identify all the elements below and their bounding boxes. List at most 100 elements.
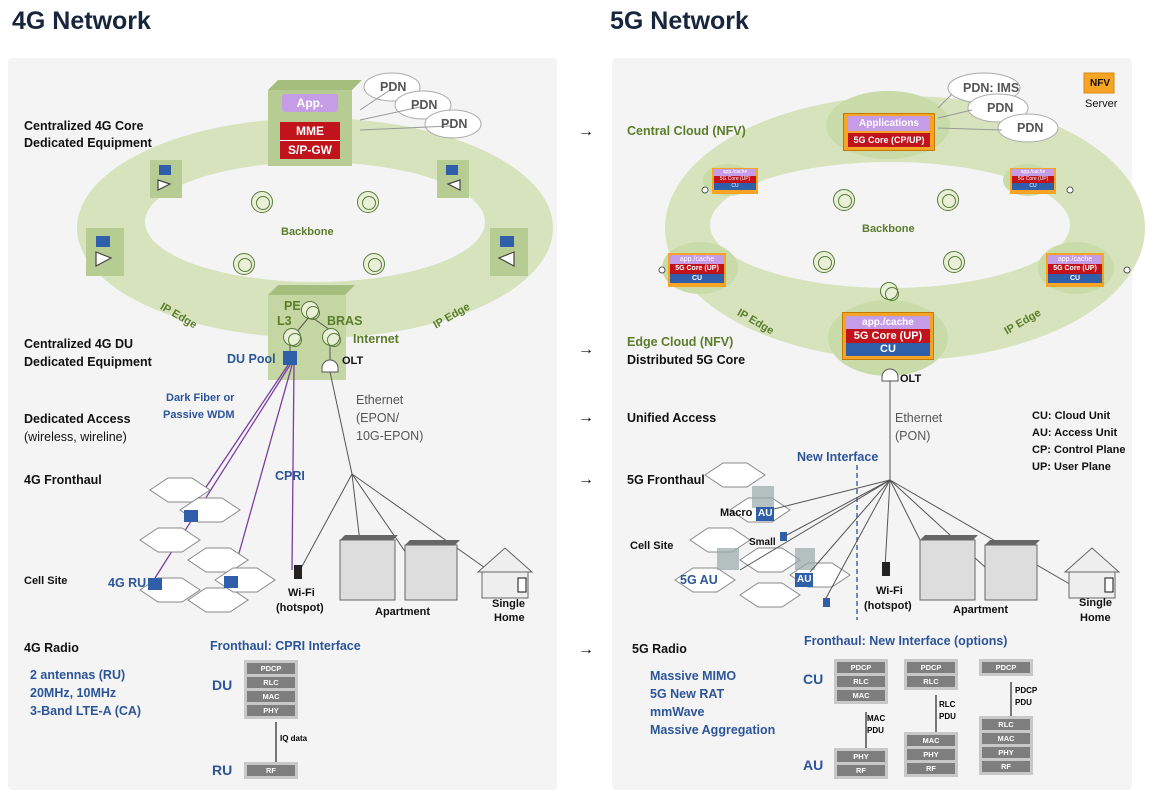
protocol-layer: MAC (247, 691, 295, 702)
au-badge: AU (756, 507, 775, 521)
opt2-top-stack: PDCP RLC (904, 659, 958, 690)
protocol-layer: PDCP (837, 662, 885, 673)
protocol-layer: PHY (907, 749, 955, 760)
radio-spec: Massive MIMO (650, 669, 737, 683)
internet-label: Internet (353, 332, 399, 346)
du-label: Centralized 4G DU (24, 337, 134, 351)
pdu-label: RLC (939, 700, 956, 709)
access-label: (wireless, wireline) (24, 430, 127, 444)
edge-cloud-label: Edge Cloud (NFV) (627, 335, 734, 349)
title-5g: 5G Network (610, 7, 749, 35)
legend-item: UP: User Plane (1032, 461, 1111, 473)
core-cpup-label: 5G Core (CP/UP) (848, 133, 930, 147)
opt1-bottom-stack: PHY RF (834, 748, 888, 779)
arrow-icon: → (578, 409, 594, 426)
mid-box-line: CU (1048, 274, 1102, 283)
mme-box: MME (280, 122, 340, 140)
unified-access-label: Unified Access (627, 411, 717, 425)
router-icon (943, 251, 965, 273)
legend-item: CP: Control Plane (1032, 444, 1126, 456)
edge-box-line: 5G Core (UP) (846, 329, 930, 343)
router-icon (937, 189, 959, 211)
protocol-layer: RF (837, 765, 885, 776)
ru-label: 4G RU (108, 576, 147, 590)
radio-spec: 5G New RAT (650, 687, 725, 701)
apartment-label: Apartment (375, 606, 431, 618)
ethernet-label: (PON) (895, 429, 931, 443)
core-box-5g: Applications 5G Core (CP/UP) (843, 113, 935, 151)
small-box-line: CU (1012, 183, 1054, 190)
small-box-line: app./cache (1012, 169, 1054, 176)
apartment-label: Apartment (953, 604, 1009, 616)
small-box-line: app./cache (714, 169, 756, 176)
access-label: Dedicated Access (24, 412, 131, 426)
nfv-badge: NFV (1090, 78, 1110, 89)
dark-fiber-label: Passive WDM (163, 409, 235, 421)
protocol-layer: MAC (907, 735, 955, 746)
ethernet-label: Ethernet (895, 411, 943, 425)
fronthaul-cpri-title: Fronthaul: CPRI Interface (210, 639, 361, 653)
dark-fiber-label: Dark Fiber or (166, 392, 235, 404)
arrow-icon: → (578, 341, 594, 358)
applications-label: Applications (848, 116, 930, 131)
au5g-label: 5G AU (680, 573, 718, 587)
legend-item: AU: Access Unit (1032, 427, 1118, 439)
pdn-label: PDN (441, 117, 468, 131)
opt2-bottom-stack: MAC PHY RF (904, 732, 958, 777)
ethernet-label: Ethernet (356, 393, 404, 407)
protocol-layer: PHY (982, 747, 1030, 758)
radio-spec: 3-Band LTE-A (CA) (30, 704, 142, 718)
wifi-label: (hotspot) (276, 602, 324, 614)
protocol-layer: PDCP (982, 662, 1030, 673)
pdu-label: PDU (939, 712, 956, 721)
spgw-box: S/P-GW (280, 140, 340, 159)
dist-core-label: Distributed 5G Core (627, 353, 746, 367)
bras-label: BRAS (327, 314, 363, 328)
fronthaul-new-title: Fronthaul: New Interface (options) (804, 634, 1008, 648)
radio-label: 4G Radio (24, 641, 79, 655)
pdn-label: PDN: IMS (963, 81, 1020, 95)
ethernet-label: (EPON/ (356, 411, 400, 425)
fronthaul-label: 5G Fronthaul (627, 473, 705, 487)
radio-spec: 20MHz, 10MHz (30, 686, 117, 700)
router-icon (833, 189, 855, 211)
title-4g: 4G Network (12, 7, 151, 35)
pdu-label: PDU (1015, 698, 1032, 707)
opt3-top-stack: PDCP (979, 659, 1033, 676)
wifi-label: Wi-Fi (876, 585, 903, 597)
arrow-icon: → (578, 123, 594, 140)
router-icon (233, 253, 255, 275)
core-label: Dedicated Equipment (24, 136, 152, 150)
core-label: Centralized 4G Core (24, 119, 144, 133)
cu-stack-label: CU (803, 671, 824, 687)
backbone-label: Backbone (281, 226, 334, 238)
pdu-label: PDCP (1015, 686, 1038, 695)
l3-label: L3 (277, 314, 292, 328)
router-icon (322, 328, 341, 347)
protocol-layer: PDCP (907, 662, 955, 673)
du-label: Dedicated Equipment (24, 355, 152, 369)
arrow-icon: → (578, 471, 594, 488)
mid-box-line: 5G Core (UP) (1048, 264, 1102, 274)
pdn-label: PDN (1017, 121, 1044, 135)
new-interface-label: New Interface (797, 450, 879, 464)
legend-item: CU: Cloud Unit (1032, 410, 1111, 422)
router-icon (880, 282, 899, 301)
pdn-label: PDN (987, 101, 1014, 115)
du-stack-label: DU (212, 677, 233, 693)
pe-label: PE (284, 299, 301, 313)
protocol-layer: RLC (907, 676, 955, 687)
ru-protocol-stack: RF (244, 762, 298, 779)
mid-box-line: app./cache (670, 255, 724, 264)
small-label: Small (749, 537, 776, 548)
edge-core-box: app./cache 5G Core (UP) CU (842, 312, 934, 360)
fronthaul-label: 4G Fronthaul (24, 473, 102, 487)
mid-box-line: 5G Core (UP) (670, 264, 724, 274)
protocol-layer: RLC (247, 677, 295, 688)
cell-site-label: Cell Site (630, 540, 674, 552)
opt3-bottom-stack: RLC MAC PHY RF (979, 716, 1033, 775)
cpri-label: CPRI (275, 469, 305, 483)
router-icon (813, 251, 835, 273)
protocol-layer: PHY (247, 705, 295, 716)
protocol-layer: RLC (837, 676, 885, 687)
